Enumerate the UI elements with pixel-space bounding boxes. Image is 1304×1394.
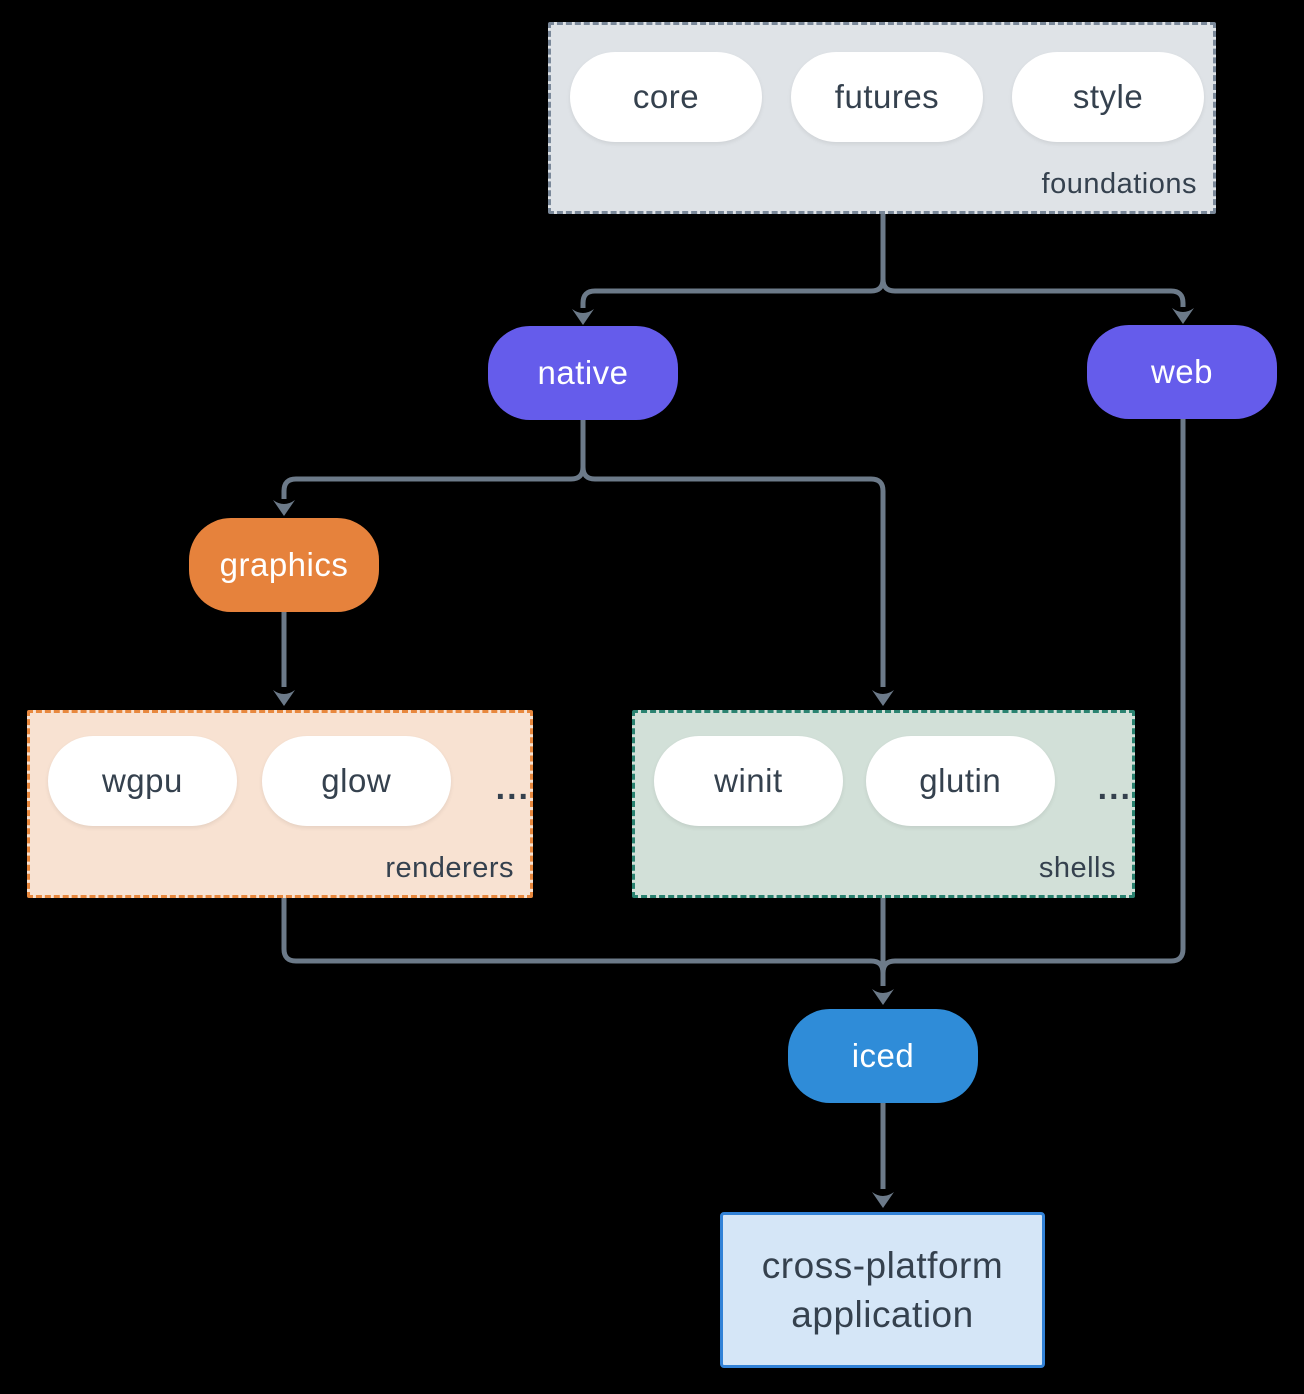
foundations-group: core futures style foundations xyxy=(548,22,1216,214)
node-cross-platform-application-label: cross-platform application xyxy=(761,1245,1004,1335)
node-glutin-label: glutin xyxy=(919,762,1002,799)
node-iced: iced xyxy=(788,1009,978,1103)
foundations-group-label: foundations xyxy=(1041,168,1197,200)
edge-web-iced xyxy=(880,419,1186,986)
node-wgpu: wgpu xyxy=(48,736,237,826)
arrowhead-iced xyxy=(872,989,894,1005)
node-glutin: glutin xyxy=(865,736,1055,826)
arrowhead-shells xyxy=(872,690,894,706)
renderers-pill-row: wgpu glow ... xyxy=(30,713,530,826)
arrowhead-graphics xyxy=(273,500,295,516)
node-core: core xyxy=(570,52,762,142)
edge-native-shells xyxy=(580,420,886,687)
foundations-pill-row: core futures style xyxy=(551,25,1213,142)
edge-foundations-native xyxy=(580,214,886,308)
shells-ellipsis: ... xyxy=(1097,768,1132,807)
node-winit-label: winit xyxy=(714,762,783,799)
renderers-group-label: renderers xyxy=(385,852,514,884)
arrowhead-web xyxy=(1172,308,1194,324)
node-glow-label: glow xyxy=(321,762,392,799)
node-glow: glow xyxy=(261,736,451,826)
shells-group-label: shells xyxy=(1038,852,1116,884)
node-futures: futures xyxy=(791,52,983,142)
node-iced-label: iced xyxy=(851,1037,915,1074)
renderers-group: wgpu glow ... renderers xyxy=(27,710,533,898)
node-core-label: core xyxy=(632,78,700,115)
renderers-ellipsis: ... xyxy=(495,768,530,807)
arrowhead-application xyxy=(872,1192,894,1208)
node-native-label: native xyxy=(537,354,629,391)
node-web: web xyxy=(1087,325,1277,419)
node-web-label: web xyxy=(1150,353,1214,390)
arrowhead-renderers xyxy=(273,690,295,706)
arrowhead-native xyxy=(572,309,594,325)
node-native: native xyxy=(488,326,678,420)
edge-native-graphics xyxy=(281,420,586,499)
shells-pill-row: winit glutin ... xyxy=(635,713,1132,826)
node-style: style xyxy=(1012,52,1204,142)
node-futures-label: futures xyxy=(834,78,940,115)
node-winit: winit xyxy=(654,736,843,826)
shells-group: winit glutin ... shells xyxy=(632,710,1135,898)
node-graphics: graphics xyxy=(189,518,379,612)
edge-renderers-iced xyxy=(281,898,886,986)
node-cross-platform-application: cross-platform application xyxy=(720,1212,1045,1368)
node-wgpu-label: wgpu xyxy=(101,762,183,799)
edge-foundations-web xyxy=(880,214,1186,307)
node-graphics-label: graphics xyxy=(219,546,349,583)
node-style-label: style xyxy=(1072,78,1144,115)
